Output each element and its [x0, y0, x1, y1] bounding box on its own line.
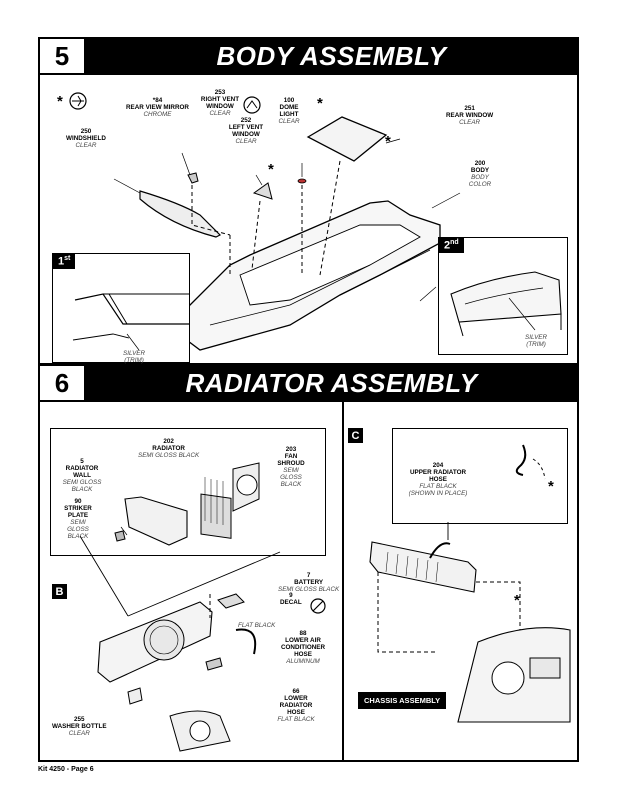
asterisk-icon: *	[548, 478, 554, 495]
panel-c-box	[392, 428, 568, 524]
label-washer-bottle: 255 WASHER BOTTLE CLEAR	[52, 716, 107, 737]
step6-section: 6 RADIATOR ASSEMBLY A 202 RADIATO	[38, 364, 579, 762]
radiator-wall-drawing	[114, 462, 260, 546]
chassis-assembly-label: CHASSIS ASSEMBLY	[358, 692, 447, 709]
asterisk-icon: *	[57, 93, 63, 110]
step6-header: 6 RADIATOR ASSEMBLY	[40, 366, 577, 402]
label-decal: 9 DECAL	[280, 592, 302, 606]
panel-a-box	[50, 428, 326, 556]
label-windshield: 250 WINDSHIELD CLEAR	[66, 128, 106, 149]
page-footer: Kit 4250 - Page 6	[38, 766, 94, 773]
label-left-vent: 252 LEFT VENT WINDOW CLEAR	[228, 117, 264, 145]
asterisk-icon: *	[514, 592, 520, 609]
label-upper-radiator-hose: 204 UPPER RADIATOR HOSE FLAT BLACK (SHOW…	[408, 462, 468, 497]
asterisk-icon: *	[268, 161, 274, 178]
asterisk-icon: *	[317, 95, 323, 112]
windshield-trim-detail	[72, 293, 189, 351]
inset-2nd-trim-label: SILVER (TRIM)	[525, 334, 548, 348]
inset-2nd-tag: 2nd	[439, 238, 464, 253]
inset-1st: 1st SILVER (TRIM)	[52, 253, 190, 364]
label-dome-light: 100 DOME LIGHT CLEAR	[278, 97, 300, 125]
step5-section: 5 BODY ASSEMBLY * *84 REAR VIEW MIRROR C…	[38, 37, 579, 365]
label-radiator: 202 RADIATOR SEMI GLOSS BLACK	[138, 438, 200, 459]
label-striker-plate: 90 STRIKER PLATE SEMI GLOSS BLACK	[64, 498, 92, 540]
inset-2nd: 2nd SILVER (TRIM)	[438, 237, 568, 355]
panel-b-letter: B	[52, 584, 67, 599]
label-mirror: *84 REAR VIEW MIRROR CHROME	[126, 97, 189, 118]
inset-1st-tag: 1st	[53, 254, 76, 269]
label-flat-black: FLAT BLACK	[238, 622, 276, 629]
panel-c-letter: C	[348, 428, 363, 443]
inset-1st-trim-label: SILVER (TRIM)	[123, 350, 146, 364]
label-radiator-wall: 5 RADIATOR WALL SEMI GLOSS BLACK	[62, 458, 102, 493]
asterisk-icon: *	[385, 133, 391, 150]
label-right-vent: 253 RIGHT VENT WINDOW CLEAR	[200, 89, 240, 117]
label-fan-shroud: 203 FAN SHROUD SEMI GLOSS BLACK	[277, 446, 305, 488]
label-body: 200 BODY BODY COLOR	[468, 160, 492, 188]
label-lower-radiator-hose: 66 LOWER RADIATOR HOSE FLAT BLACK	[277, 688, 315, 723]
panel-b-drawing	[79, 535, 281, 752]
step5-number: 5	[40, 39, 86, 73]
glue-icon	[243, 96, 261, 114]
rear-window-trim-detail	[450, 271, 562, 337]
decal-icon	[310, 598, 326, 614]
step5-header: 5 BODY ASSEMBLY	[40, 39, 577, 75]
step5-title: BODY ASSEMBLY	[216, 40, 447, 71]
body-assembly-drawing	[113, 116, 461, 358]
step6-number: 6	[40, 366, 86, 400]
upper-hose-drawing	[515, 444, 546, 480]
panel-divider	[342, 402, 344, 762]
step6-title: RADIATOR ASSEMBLY	[185, 367, 478, 398]
label-battery: 7 BATTERY SEMI GLOSS BLACK	[278, 572, 340, 593]
label-rear-window: 251 REAR WINDOW CLEAR	[446, 105, 494, 126]
no-glue-icon	[69, 92, 87, 110]
label-ac-hose: 88 LOWER AIR CONDITIONER HOSE ALUMINUM	[280, 630, 326, 665]
panel-c-drawing	[369, 522, 571, 723]
